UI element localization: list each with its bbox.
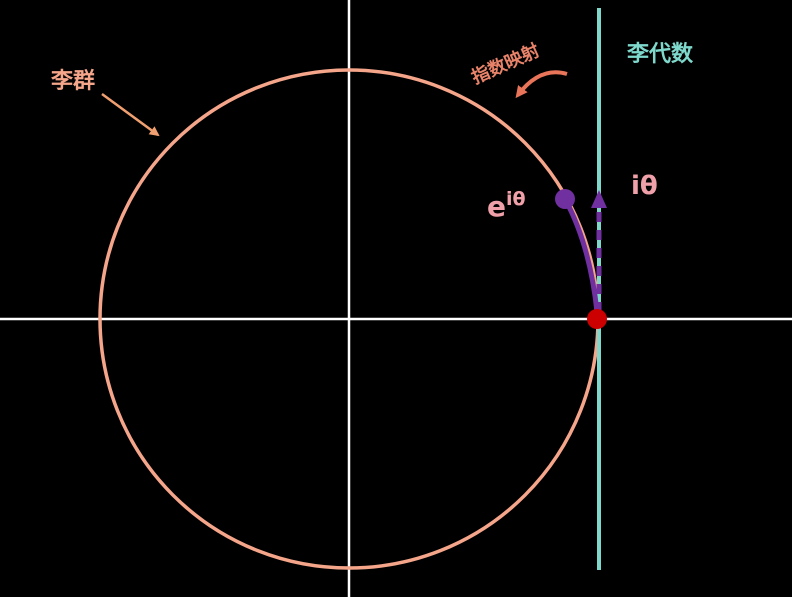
lie-algebra-label: 李代数 [626,41,694,67]
point-on-circle [555,189,575,209]
identity-point [587,309,607,329]
curved-arrow-icon [515,70,568,99]
exp-power: iθ [506,188,526,210]
arrow-icon [101,92,160,137]
tangent-vector-label: iθ [631,171,658,201]
exp-function-label: eiθ [487,188,526,223]
exp-arc-path [562,197,600,313]
exp-base: e [487,190,506,223]
tangent-vector-arrowhead [591,190,607,208]
lie-group-label: 李群 [50,68,95,94]
